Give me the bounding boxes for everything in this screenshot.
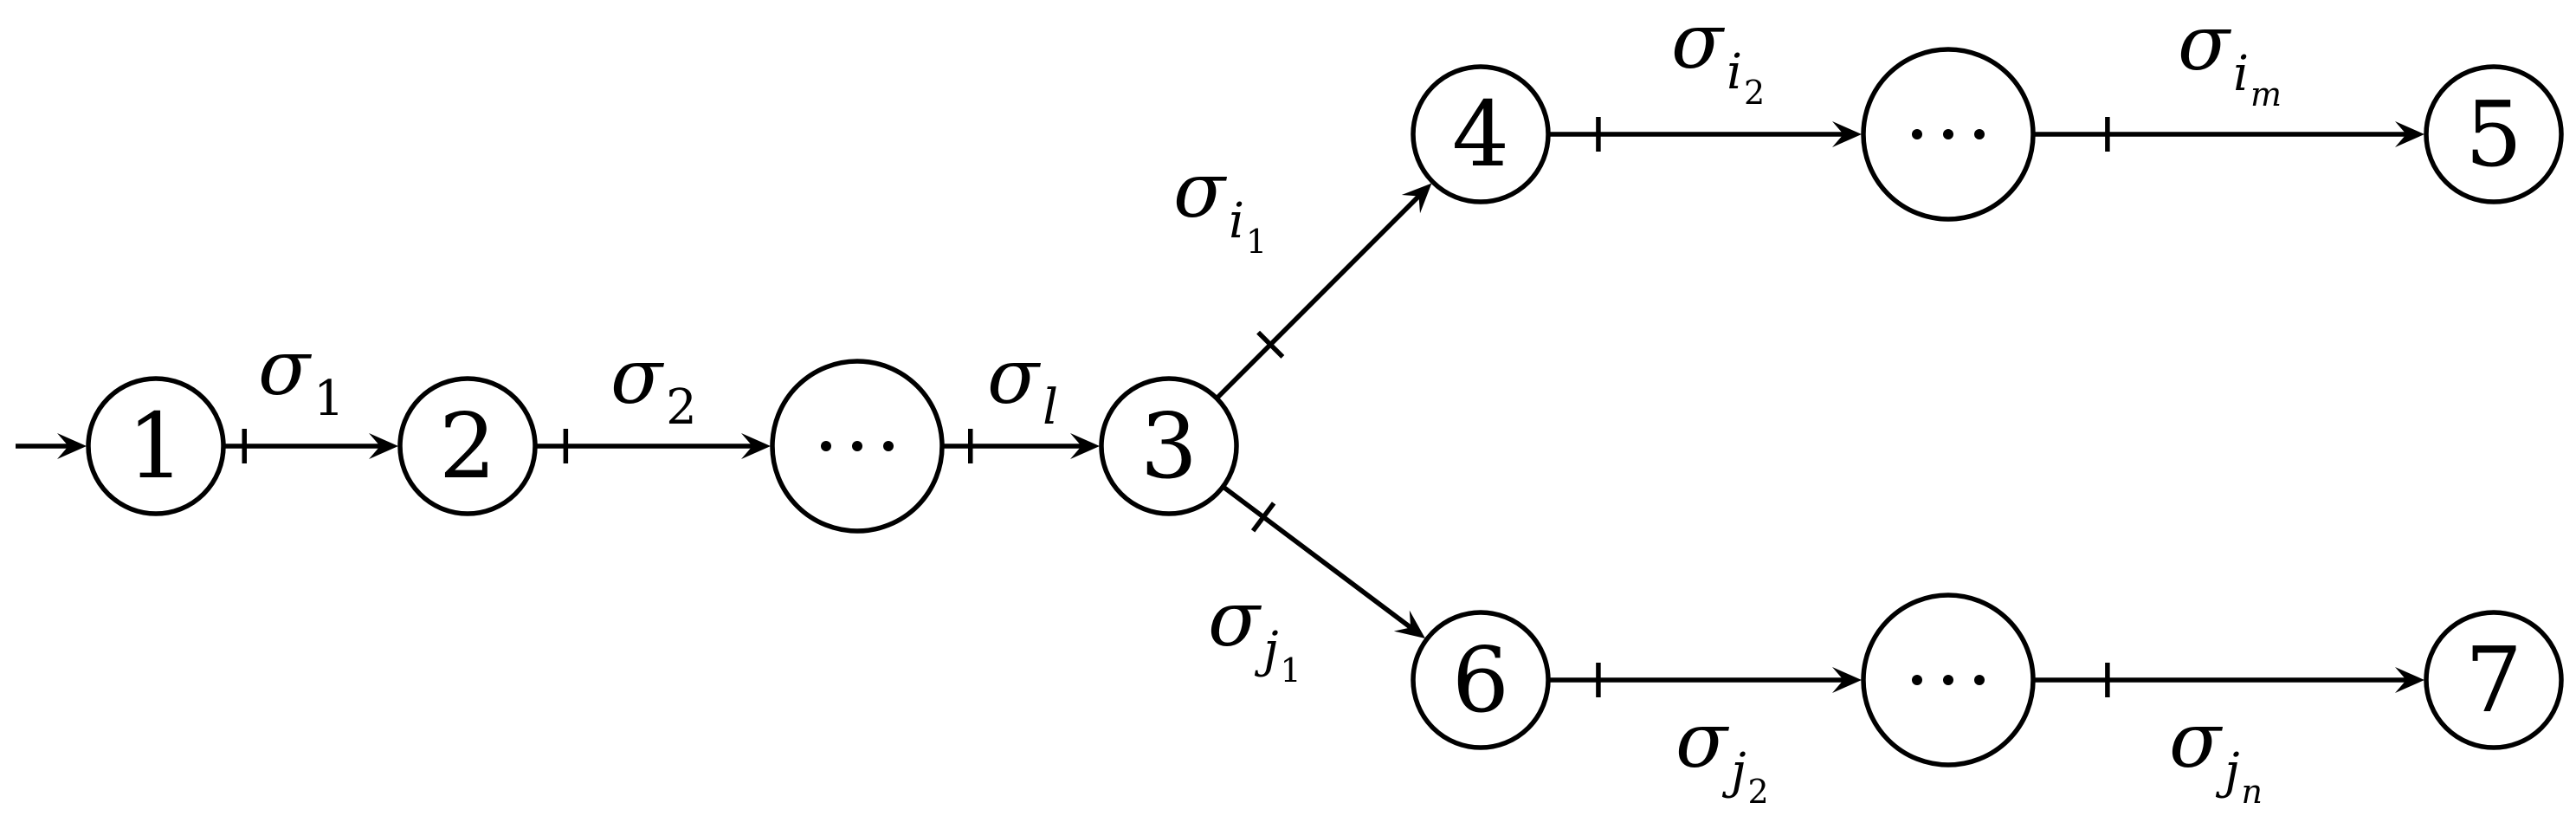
ellipsis-dot <box>1912 675 1922 685</box>
state-node-ellipsis: ··· <box>770 359 945 534</box>
ellipsis-dot <box>852 441 862 451</box>
state-node-1: 1 <box>86 376 226 516</box>
edge-label-symbol: σ <box>1173 146 1228 235</box>
edge-label-symbol: σ <box>987 332 1042 421</box>
state-label: 4 <box>1452 81 1509 187</box>
edge-n3-to-n6 <box>1221 484 1425 638</box>
ellipsis-dot <box>1974 129 1985 139</box>
state-label: 3 <box>1140 393 1198 499</box>
state-label: 5 <box>2465 81 2522 187</box>
edge-label: σj1 <box>1208 574 1301 690</box>
edge-label-symbol: σ <box>258 323 313 412</box>
state-label: 6 <box>1452 627 1509 733</box>
state-label: 1 <box>127 393 184 499</box>
edge-n_dots1-to-n3 <box>942 429 1100 463</box>
ellipsis-dot <box>821 441 831 451</box>
ellipsis-dot <box>1912 129 1922 139</box>
edge-n1-to-n2 <box>223 429 398 463</box>
state-node-2: 2 <box>397 376 538 516</box>
state-label: 2 <box>439 393 496 499</box>
edge-label: σ1 <box>258 323 345 427</box>
state-circle <box>1411 64 1551 204</box>
edge-start-to-n1 <box>16 433 87 459</box>
arrowhead <box>2395 667 2424 693</box>
state-node-4: 4 <box>1411 64 1551 204</box>
state-circle <box>86 376 226 516</box>
edge-label: σi2 <box>1671 0 1765 112</box>
edge-label-subscript: l <box>1043 379 1058 436</box>
edge-label: σj2 <box>1675 696 1769 811</box>
edge-tick-mark <box>1256 330 1285 359</box>
ellipsis-dots <box>1912 675 1985 685</box>
arrowhead <box>1070 433 1100 459</box>
edge-label-symbol: σ <box>610 332 665 421</box>
edge-label: σim <box>2178 0 2282 113</box>
edge-line <box>1215 194 1421 400</box>
edge-label-subscript: 2 <box>666 379 697 436</box>
arrowhead <box>741 433 771 459</box>
edge-label-sub-subscript: 2 <box>1744 74 1765 112</box>
edge-n_dots2-to-n5 <box>2033 117 2424 152</box>
nodes-layer: 1 2 ··· 3 4 ··· 5 6 ··· 7 <box>86 47 2564 767</box>
state-circle <box>397 376 538 516</box>
edge-label-symbol: σ <box>1671 0 1726 86</box>
state-circle <box>2424 64 2564 204</box>
edge-tick-mark <box>1250 502 1276 533</box>
arrowhead <box>1832 667 1862 693</box>
arrowhead <box>369 433 398 459</box>
edge-label: σi1 <box>1173 146 1267 261</box>
ellipsis-dot <box>1943 675 1953 685</box>
edge-label: σ2 <box>610 332 697 436</box>
edge-line <box>1221 484 1413 630</box>
state-node-ellipsis: ··· <box>1861 593 2036 767</box>
state-circle <box>1099 376 1239 516</box>
edge-label-symbol: σ <box>2169 696 2224 785</box>
state-node-ellipsis: ··· <box>1861 47 2036 222</box>
edge-n2-to-n_dots1 <box>535 429 771 463</box>
arrowhead <box>1393 610 1425 638</box>
state-label: 7 <box>2465 627 2522 733</box>
edge-label-symbol: σ <box>2178 0 2232 87</box>
edge-n4-to-n_dots2 <box>1548 117 1862 152</box>
ellipsis-dots <box>1912 129 1985 139</box>
state-node-7: 7 <box>2424 610 2564 750</box>
edge-label-sub-subscript: 2 <box>1747 773 1768 811</box>
edge-label-subscript: i <box>2233 46 2249 102</box>
arrowhead <box>57 433 87 459</box>
edge-label-subscript: i <box>1727 44 1742 100</box>
state-circle <box>2424 610 2564 750</box>
edge-n6-to-n_dots3 <box>1548 663 1862 697</box>
arrowhead <box>1401 183 1432 214</box>
edge-label-sub-subscript: n <box>2241 773 2262 811</box>
edge-label-sub-subscript: 1 <box>1280 651 1301 690</box>
ellipsis-dot <box>1974 675 1985 685</box>
arrowhead <box>1832 121 1862 147</box>
ellipsis-dot <box>1943 129 1953 139</box>
edge-label-sub-subscript: 1 <box>1246 223 1267 261</box>
edge-label-subscript: i <box>1229 193 1244 249</box>
edge-label-symbol: σ <box>1675 696 1730 785</box>
edge-label-subscript: 1 <box>313 371 345 427</box>
ellipsis-dots <box>821 441 894 451</box>
edge-label-symbol: σ <box>1208 574 1262 664</box>
state-circle <box>1411 610 1551 750</box>
state-node-6: 6 <box>1411 610 1551 750</box>
edge-label-sub-subscript: m <box>2250 75 2282 113</box>
arrowhead <box>2395 121 2424 147</box>
edge-n3-to-n4 <box>1215 183 1432 400</box>
ellipsis-dot <box>883 441 894 451</box>
state-node-5: 5 <box>2424 64 2564 204</box>
edge-n_dots3-to-n7 <box>2033 663 2424 697</box>
edge-label: σl <box>987 332 1058 436</box>
edge-label: σjn <box>2169 696 2263 811</box>
edges-layer <box>16 117 2424 697</box>
state-node-3: 3 <box>1099 376 1239 516</box>
